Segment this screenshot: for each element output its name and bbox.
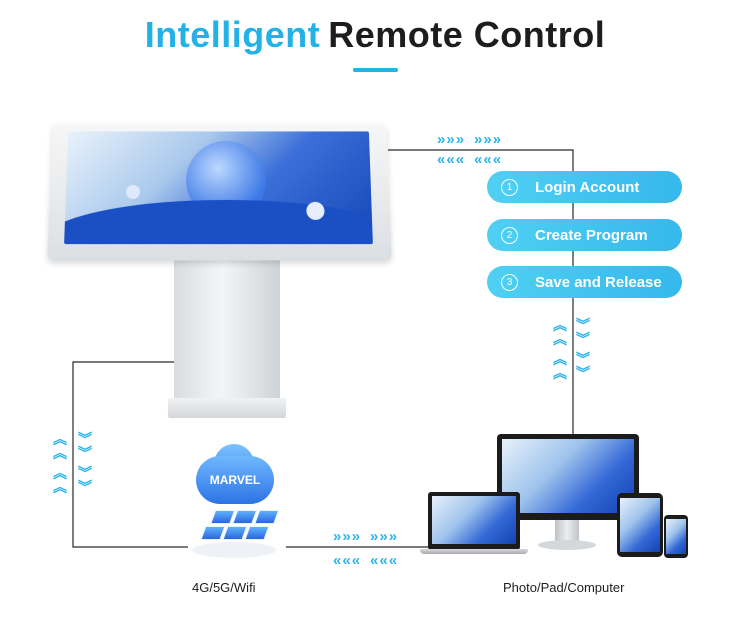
- cloud-shape: [196, 456, 274, 504]
- arrows-left-top: « « « « « «: [437, 152, 501, 167]
- arrow-left-icon: «: [483, 151, 492, 168]
- arrow-down-icon: ︾: [576, 331, 590, 347]
- arrow-right-icon: »: [333, 528, 342, 545]
- arrow-left-icon: «: [379, 552, 388, 569]
- arrow-up-icon: ︽: [53, 445, 67, 461]
- arrow-down-icon: ︾: [576, 351, 590, 367]
- tablet-icon: [617, 493, 663, 557]
- arrows-up-left: ︽ ︽ ︽ ︽: [53, 432, 67, 494]
- arrow-right-icon: »: [492, 131, 502, 148]
- server-plate: [192, 542, 276, 558]
- arrow-left-icon: «: [342, 552, 351, 569]
- arrow-up-icon: ︽: [553, 351, 567, 367]
- arrow-down-icon: ︾: [576, 317, 590, 333]
- title-highlight: Intelligent: [144, 14, 321, 55]
- arrow-up-icon: ︽: [553, 365, 567, 381]
- step-login-account: 1 Login Account: [487, 171, 682, 203]
- arrow-left-icon: «: [446, 151, 455, 168]
- arrow-up-icon: ︽: [53, 431, 67, 447]
- arrow-down-icon: ︾: [78, 465, 92, 481]
- arrow-right-icon: »: [446, 131, 455, 148]
- arrow-left-icon: «: [333, 552, 342, 569]
- step-save-and-release: 3 Save and Release: [487, 266, 682, 298]
- step-label: Save and Release: [535, 273, 662, 291]
- step-create-program: 2 Create Program: [487, 219, 682, 251]
- arrow-left-icon: «: [455, 151, 465, 168]
- arrow-right-icon: »: [474, 131, 483, 148]
- arrow-left-icon: «: [351, 552, 361, 569]
- arrows-right-top: » » » » » »: [437, 132, 501, 147]
- cloud-server-icon: MARVEL: [186, 444, 286, 566]
- kiosk-screen: [47, 123, 392, 261]
- step-label: Login Account: [535, 178, 640, 196]
- arrow-right-icon: »: [437, 131, 446, 148]
- arrow-down-icon: ︾: [78, 445, 92, 461]
- kiosk-display: [64, 131, 373, 245]
- kiosk-base: [168, 398, 286, 418]
- arrows-down-left: ︾ ︾ ︾ ︾: [78, 432, 92, 494]
- network-label: 4G/5G/Wifi: [192, 580, 256, 595]
- title-main: Remote Control: [328, 14, 606, 55]
- arrow-up-icon: ︽: [553, 331, 567, 347]
- kiosk-to-devices-line: [388, 149, 574, 434]
- arrow-down-icon: ︾: [78, 431, 92, 447]
- devices-label: Photo/Pad/Computer: [503, 580, 625, 595]
- arrow-right-icon: »: [483, 131, 492, 148]
- arrow-left-icon: «: [437, 151, 446, 168]
- kiosk-to-cloud-line: [72, 361, 188, 548]
- arrows-right-bottom: » » » » » »: [333, 529, 397, 544]
- arrows-left-bottom: « « « « « «: [333, 553, 397, 568]
- kiosk-stand: [174, 260, 280, 406]
- arrow-left-icon: «: [474, 151, 483, 168]
- arrow-left-icon: «: [370, 552, 379, 569]
- arrow-down-icon: ︾: [576, 365, 590, 381]
- laptop-icon: [428, 492, 520, 550]
- arrow-down-icon: ︾: [78, 479, 92, 495]
- step-label: Create Program: [535, 226, 648, 244]
- step-number: 2: [501, 226, 518, 244]
- arrow-up-icon: ︽: [53, 479, 67, 495]
- title-underline: [353, 68, 398, 72]
- step-number: 3: [501, 273, 518, 291]
- arrow-right-icon: »: [351, 528, 361, 545]
- arrow-left-icon: «: [388, 552, 398, 569]
- arrow-up-icon: ︽: [53, 465, 67, 481]
- arrows-down-right: ︾ ︾ ︾ ︾: [576, 318, 590, 380]
- arrow-right-icon: »: [388, 528, 398, 545]
- cloud-brand: MARVEL: [209, 473, 261, 487]
- arrow-left-icon: «: [492, 151, 502, 168]
- arrow-right-icon: »: [342, 528, 351, 545]
- arrow-up-icon: ︽: [553, 317, 567, 333]
- step-number: 1: [501, 178, 518, 196]
- phone-icon: [664, 515, 688, 558]
- monitor-icon: [497, 434, 639, 520]
- arrows-up-right: ︽ ︽ ︽ ︽: [553, 318, 567, 380]
- arrow-right-icon: »: [455, 131, 465, 148]
- arrow-right-icon: »: [370, 528, 379, 545]
- arrow-right-icon: »: [379, 528, 388, 545]
